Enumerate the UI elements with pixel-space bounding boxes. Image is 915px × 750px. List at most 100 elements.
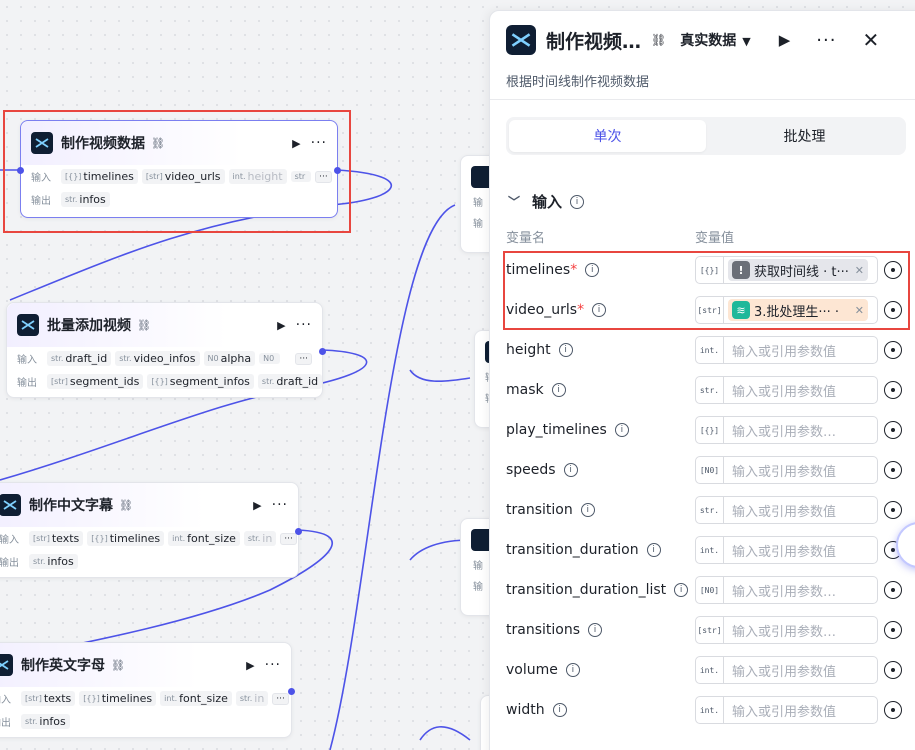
type-badge[interactable]: int. (696, 657, 724, 683)
param-value-input[interactable]: [str] 输入或引用参数… (695, 616, 878, 644)
chevron-down-icon[interactable]: ﹀ (508, 195, 521, 209)
variable-reference-icon[interactable] (884, 381, 902, 399)
node-make-chinese-subtitles[interactable]: 制作中文字幕 ⛓ ▶ ··· 输入 [str]texts [{}]timelin… (0, 482, 302, 578)
variable-reference-icon[interactable] (884, 701, 902, 719)
variable-reference-icon[interactable] (884, 341, 902, 359)
input-section-header[interactable]: ﹀ 输入 i (508, 191, 585, 212)
more-icon[interactable]: ··· (295, 317, 312, 333)
param-placeholder[interactable]: 输入或引用参数… (732, 584, 837, 600)
more-inputs-button[interactable]: ··· (272, 692, 289, 705)
capcut-icon (31, 132, 53, 154)
reference-tag[interactable]: ≋3.批处理生··· ·✕ (728, 299, 868, 321)
remove-reference-icon[interactable]: ✕ (854, 263, 864, 277)
info-icon[interactable]: i (614, 423, 629, 437)
more-icon[interactable]: ··· (271, 497, 288, 513)
remove-reference-icon[interactable]: ✕ (854, 303, 864, 317)
param-placeholder[interactable]: 输入或引用参数值 (732, 704, 837, 720)
info-icon[interactable]: i (552, 703, 567, 717)
type-badge[interactable]: int. (696, 337, 724, 363)
param-value-input[interactable]: [N0] 输入或引用参数值 (695, 456, 878, 484)
info-icon[interactable]: i (588, 623, 602, 637)
param-value-input[interactable]: int. 输入或引用参数值 (695, 696, 878, 724)
tab-batch[interactable]: 批处理 (783, 129, 826, 145)
info-icon[interactable]: i (551, 383, 566, 397)
info-icon[interactable]: i (592, 303, 607, 317)
type-badge[interactable]: str. (696, 377, 724, 403)
reference-tag[interactable]: !获取时间线 · t···✕ (728, 259, 868, 281)
param-value-input[interactable]: str. 输入或引用参数值 (695, 496, 878, 524)
run-icon[interactable]: ▶ (277, 318, 286, 332)
info-icon[interactable]: i (565, 663, 580, 677)
more-inputs-button[interactable]: ··· (280, 532, 297, 545)
variable-reference-icon[interactable] (884, 501, 902, 519)
info-icon[interactable]: i (570, 194, 585, 209)
param-placeholder[interactable]: 输入或引用参数值 (732, 384, 837, 400)
param-placeholder[interactable]: 输入或引用参数值 (732, 664, 837, 680)
variable-reference-icon[interactable] (884, 661, 902, 679)
node-header[interactable]: 批量添加视频 ⛓ ▶ ··· (7, 303, 322, 347)
variable-reference-icon[interactable] (884, 581, 902, 599)
param-value-input[interactable]: [{}]!获取时间线 · t···✕ (695, 256, 878, 284)
output-port[interactable] (288, 688, 295, 695)
partial-node-label: 输 (473, 582, 483, 593)
run-icon[interactable]: ▶ (292, 136, 301, 150)
node-make-video-data[interactable]: 制作视频数据 ⛓ ▶ ··· 输入 [{}]timelines [str]vid… (17, 120, 341, 218)
param-value-input[interactable]: int. 输入或引用参数值 (695, 656, 878, 684)
param-value-input[interactable]: [N0] 输入或引用参数… (695, 576, 878, 604)
node-header[interactable]: 制作视频数据 ⛓ ▶ ··· (21, 121, 337, 165)
info-icon[interactable]: i (674, 583, 689, 597)
param-placeholder[interactable]: 输入或引用参数值 (732, 544, 837, 560)
info-icon[interactable]: i (580, 503, 595, 517)
type-badge[interactable]: str. (696, 497, 724, 523)
param-placeholder[interactable]: 输入或引用参数值 (732, 344, 837, 360)
param-placeholder[interactable]: 输入或引用参数… (732, 624, 837, 640)
type-badge[interactable]: [{}] (696, 417, 724, 443)
output-port[interactable] (319, 348, 326, 355)
node-batch-add-video[interactable]: 批量添加视频 ⛓ ▶ ··· 输入 str.draft_id str.video… (6, 302, 326, 398)
run-icon[interactable]: ▶ (778, 31, 791, 49)
more-inputs-button[interactable]: ··· (295, 352, 312, 365)
more-icon[interactable]: ··· (310, 135, 327, 151)
run-icon[interactable]: ▶ (246, 658, 255, 672)
param-placeholder[interactable]: 输入或引用参数… (732, 424, 837, 440)
param-value-input[interactable]: str. 输入或引用参数值 (695, 376, 878, 404)
tab-single[interactable]: 单次 (509, 120, 706, 152)
info-icon[interactable]: i (646, 543, 661, 557)
param-placeholder[interactable]: 输入或引用参数值 (732, 504, 837, 520)
node-header[interactable]: 制作中文字幕 ⛓ ▶ ··· (0, 483, 298, 527)
more-inputs-button[interactable]: ··· (315, 170, 332, 183)
param-value-input[interactable]: [str]≋3.批处理生··· ·✕ (695, 296, 878, 324)
type-badge[interactable]: [N0] (696, 457, 724, 483)
info-icon[interactable]: i (563, 463, 578, 477)
variable-reference-icon[interactable] (884, 261, 902, 279)
output-port[interactable] (334, 167, 341, 174)
node-header[interactable]: 制作英文字母 ⛓ ▶ ··· (0, 643, 291, 687)
type-badge[interactable]: int. (696, 697, 724, 723)
type-badge[interactable]: [str] (696, 297, 724, 323)
param-placeholder[interactable]: 输入或引用参数值 (732, 464, 837, 480)
type-badge[interactable]: [str] (696, 617, 724, 643)
param-value-input[interactable]: int. 输入或引用参数值 (695, 536, 878, 564)
variable-reference-icon[interactable] (884, 301, 902, 319)
panel-title[interactable]: 制作视频… (546, 30, 642, 53)
info-icon[interactable]: i (585, 263, 600, 277)
variable-reference-icon[interactable] (884, 621, 902, 639)
type-badge[interactable]: [N0] (696, 577, 724, 603)
param-value-input[interactable]: [{}] 输入或引用参数… (695, 416, 878, 444)
param-value-input[interactable]: int. 输入或引用参数值 (695, 336, 878, 364)
link-icon[interactable]: ⛓ (651, 33, 667, 47)
info-icon[interactable]: i (558, 343, 573, 357)
data-mode-dropdown[interactable]: 真实数据▼ (680, 33, 751, 49)
node-make-english-subtitles[interactable]: 制作英文字母 ⛓ ▶ ··· 输入 [str]texts [{}]timelin… (0, 642, 295, 738)
variable-reference-icon[interactable] (884, 461, 902, 479)
run-icon[interactable]: ▶ (253, 498, 262, 512)
type-badge[interactable]: int. (696, 537, 724, 563)
input-port[interactable] (17, 167, 24, 174)
close-icon[interactable]: ✕ (862, 28, 880, 52)
more-icon[interactable]: ··· (816, 29, 837, 51)
variable-reference-icon[interactable] (884, 421, 902, 439)
type-badge[interactable]: [{}] (696, 257, 724, 283)
more-icon[interactable]: ··· (264, 657, 281, 673)
output-port[interactable] (295, 528, 302, 535)
